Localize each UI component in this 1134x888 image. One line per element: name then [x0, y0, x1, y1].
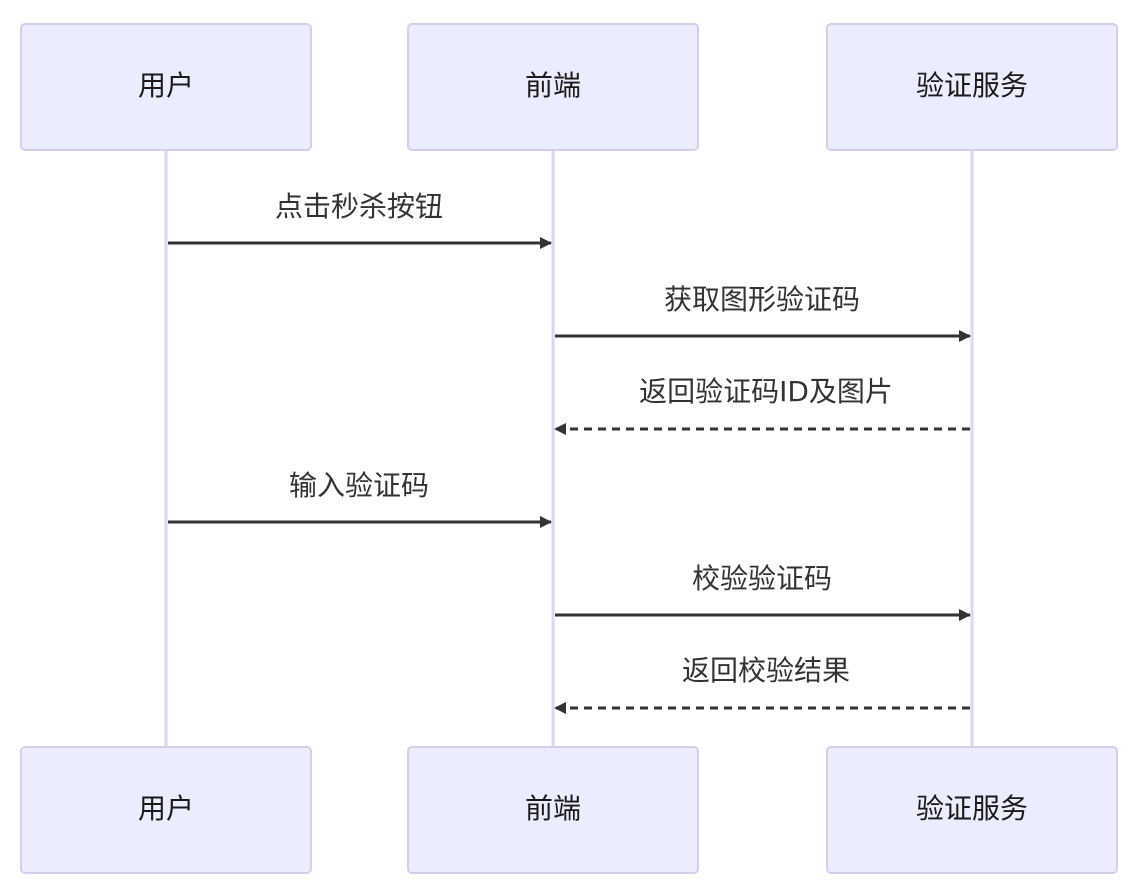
participant-user-top: 用户	[20, 23, 312, 151]
participant-label: 前端	[525, 69, 581, 102]
participant-label: 验证服务	[916, 69, 1028, 102]
message-label: 返回验证码ID及图片	[639, 375, 893, 408]
participant-label: 前端	[525, 792, 581, 825]
message-label: 获取图形验证码	[664, 283, 860, 316]
participant-frontend-bottom: 前端	[407, 746, 699, 874]
message-3: 返回验证码ID及图片	[554, 375, 970, 435]
message-1: 点击秒杀按钮	[168, 190, 552, 249]
participant-frontend-top: 前端	[407, 23, 699, 151]
participant-captcha-top: 验证服务	[826, 23, 1118, 151]
message-label: 校验验证码	[692, 562, 832, 595]
participant-label: 用户	[138, 69, 194, 102]
message-4: 输入验证码	[168, 469, 552, 528]
participant-user-bottom: 用户	[20, 746, 312, 874]
message-6: 返回校验结果	[554, 654, 970, 714]
message-2: 获取图形验证码	[555, 283, 971, 342]
message-label: 输入验证码	[289, 469, 429, 502]
message-5: 校验验证码	[555, 562, 971, 621]
participant-label: 用户	[138, 792, 194, 825]
participant-label: 验证服务	[916, 792, 1028, 825]
message-label: 返回校验结果	[682, 654, 850, 687]
message-label: 点击秒杀按钮	[275, 190, 443, 223]
participant-captcha-bottom: 验证服务	[826, 746, 1118, 874]
